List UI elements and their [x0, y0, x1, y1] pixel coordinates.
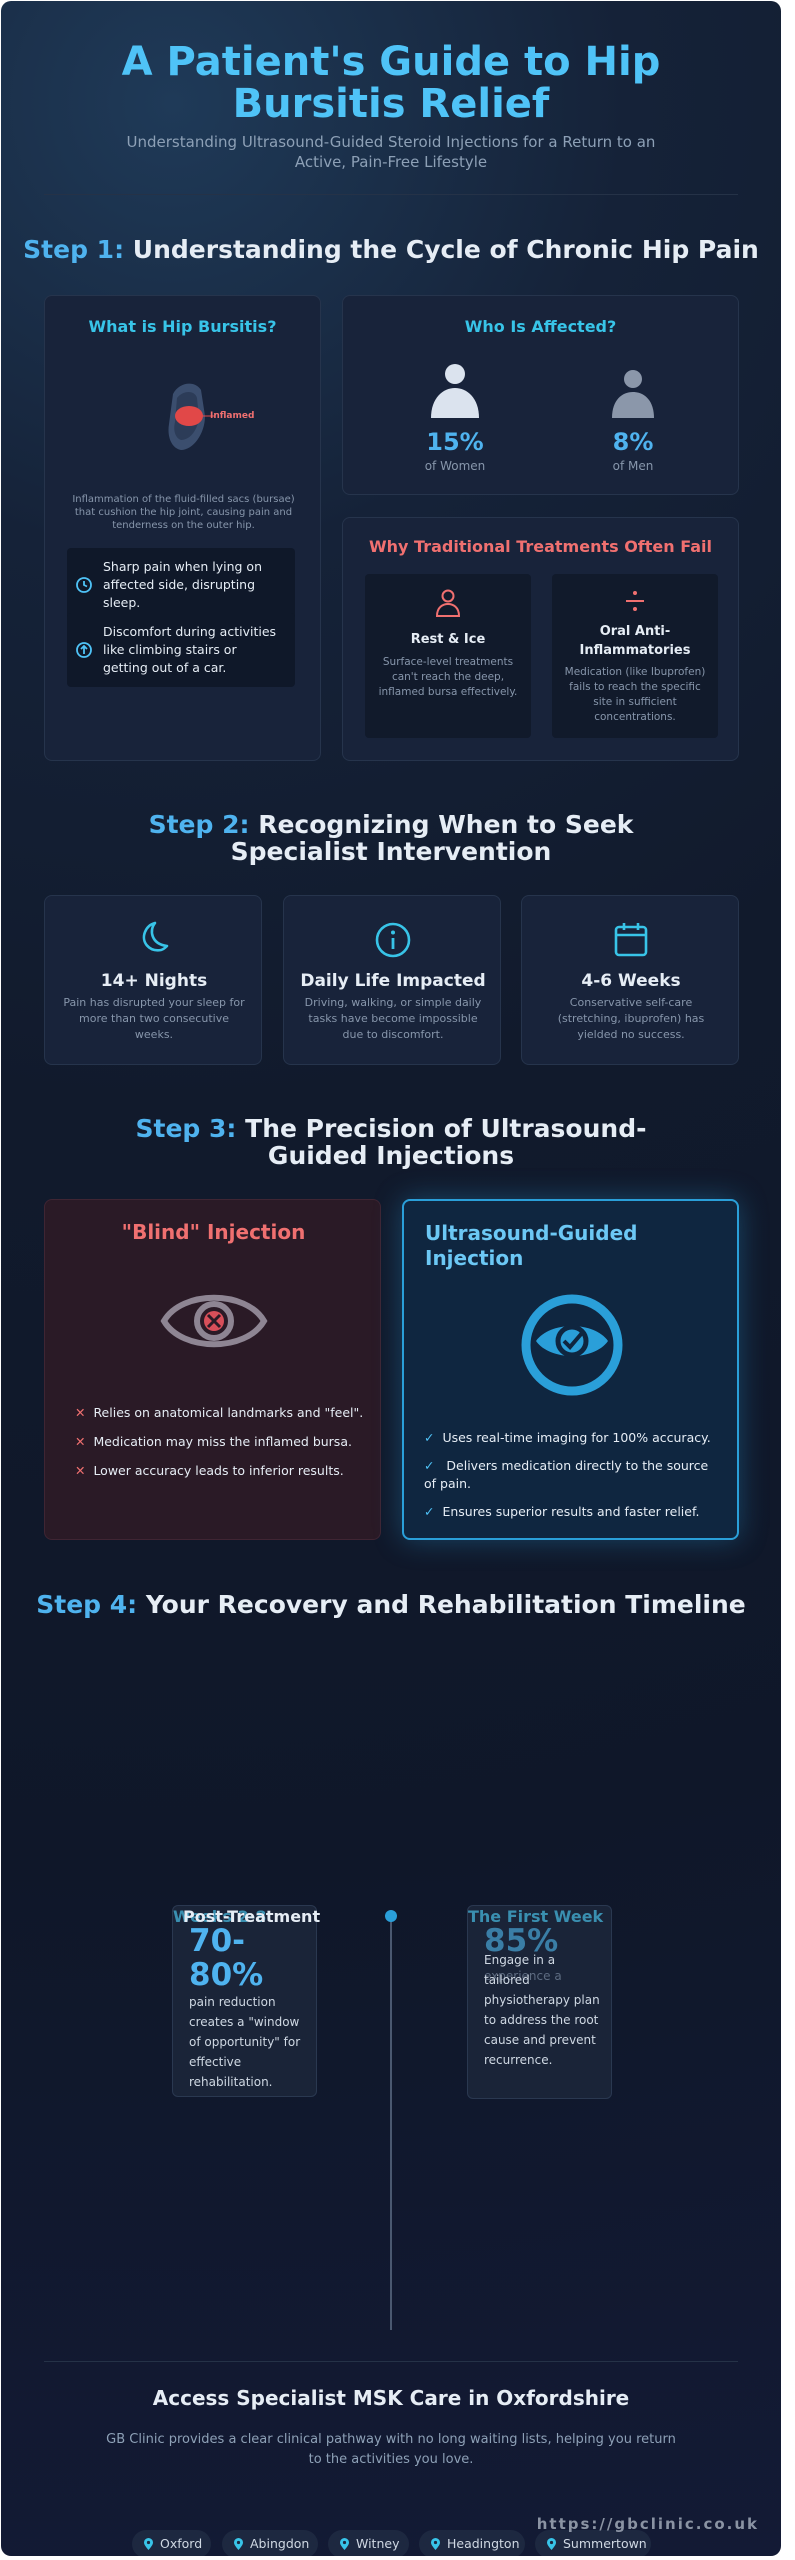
- divider: [44, 2361, 738, 2362]
- who-affected-card: Who Is Affected? 15% of Women 8% of Men: [342, 295, 739, 495]
- woman-icon: [431, 364, 479, 418]
- timeline-dot: [385, 1910, 397, 1922]
- who-affected-title: Who Is Affected?: [464, 317, 617, 336]
- footer-title: Access Specialist MSK Care in Oxfordshir…: [152, 2386, 630, 2410]
- location-pill[interactable]: Headington: [419, 2530, 525, 2556]
- map-pin-icon: [431, 2538, 440, 2550]
- map-pin-icon: [547, 2538, 556, 2550]
- hip-diagram-icon: [168, 383, 215, 450]
- step4-heading: Step 4: Your Recovery and Rehabilitation…: [36, 1590, 746, 1619]
- ultrasound-eye-icon: [521, 1294, 623, 1396]
- women-percent: 15%: [426, 428, 484, 456]
- timeline-stat: 70-80%: [189, 1923, 264, 1993]
- divider: [44, 194, 738, 195]
- sign-title: Daily Life Impacted: [300, 971, 486, 991]
- eye-crossed-icon: [160, 1294, 268, 1348]
- moon-icon: [142, 921, 169, 952]
- location-pill[interactable]: Oxford: [132, 2530, 211, 2556]
- treatment-title: Rest & Ice: [410, 632, 486, 647]
- men-percent: 8%: [612, 428, 654, 456]
- location-pill[interactable]: Abingdon: [222, 2530, 318, 2556]
- sign-title: 14+ Nights: [100, 971, 208, 991]
- guided-item: ✓ Delivers medication directly to the so…: [424, 1458, 709, 1491]
- page-title: A Patient's Guide to Hip Bursitis Relief: [121, 39, 661, 127]
- treatment-desc: Medication (like Ibuprofen) fails to rea…: [564, 666, 706, 723]
- what-is-title: What is Hip Bursitis?: [88, 317, 277, 336]
- map-pin-icon: [144, 2538, 153, 2550]
- guided-injection-card: Ultrasound-Guided Injection ✓ Uses real-…: [402, 1199, 739, 1540]
- website-url[interactable]: https://gbclinic.co.uk: [536, 2515, 759, 2533]
- symptom-item: Sharp pain when lying on affected side, …: [67, 548, 295, 622]
- location-pill[interactable]: Summertown: [535, 2530, 651, 2556]
- guided-item: ✓ Uses real-time imaging for 100% accura…: [424, 1430, 711, 1445]
- sign-card: Daily Life Impacted Driving, walking, or…: [283, 895, 501, 1065]
- timeline-stat: 85%: [484, 1923, 559, 1959]
- men-label: of Men: [612, 459, 654, 473]
- timeline-title: The First Week: [468, 1907, 604, 1926]
- sign-desc: Conservative self-care (stretching, ibup…: [557, 996, 705, 1041]
- blind-item: ✕ Medication may miss the inflamed bursa…: [75, 1434, 352, 1449]
- women-label: of Women: [424, 459, 486, 473]
- why-fail-card: Why Traditional Treatments Often Fail Re…: [342, 517, 739, 761]
- ghost-title: Weeks 2-8: [173, 1907, 267, 1926]
- guided-title: Ultrasound-Guided Injection: [425, 1221, 638, 1270]
- timeline-card-first-week: The First Week 85% experience a Engage i…: [467, 1905, 612, 2099]
- sign-desc: Pain has disrupted your sleep for more t…: [63, 996, 245, 1041]
- page-subtitle: Understanding Ultrasound-Guided Steroid …: [126, 133, 656, 171]
- inflamed-label: Inflamed: [210, 411, 255, 421]
- sign-card: 4-6 Weeks Conservative self-care (stretc…: [521, 895, 739, 1065]
- treatment-item: Rest & Ice Surface-level treatments can'…: [365, 574, 531, 738]
- timeline-card-post-treatment: Weeks 2-8 Post-Treatment 70-80% pain red…: [172, 1905, 321, 2097]
- blind-item: ✕ Lower accuracy leads to inferior resul…: [75, 1463, 344, 1478]
- step3-heading: Step 3: The Precision of Ultrasound-Guid…: [135, 1114, 647, 1170]
- timeline-line: [390, 1915, 392, 2330]
- symptom-item: Discomfort during activities like climbi…: [67, 613, 295, 687]
- treatment-desc: Surface-level treatments can't reach the…: [378, 656, 518, 698]
- divide-icon: [626, 591, 644, 611]
- ghost-text: experience a: [484, 1969, 562, 1983]
- arrow-up-circle-icon: [76, 642, 92, 658]
- man-icon: [612, 370, 654, 418]
- treatment-item: Oral Anti-Inflammatories Medication (lik…: [552, 574, 718, 738]
- blind-item: ✕ Relies on anatomical landmarks and "fe…: [75, 1405, 364, 1420]
- footer-text: GB Clinic provides a clear clinical path…: [106, 2432, 676, 2467]
- person-rest-icon: [435, 589, 461, 617]
- timeline-title: Post-Treatment: [183, 1907, 321, 1926]
- info-icon: [375, 922, 411, 958]
- sign-title: 4-6 Weeks: [581, 971, 681, 991]
- infographic-page: A Patient's Guide to Hip Bursitis Relief…: [1, 1, 781, 2556]
- location-pill[interactable]: Witney: [328, 2530, 409, 2556]
- what-is-card: What is Hip Bursitis? Inflamed Inflammat…: [44, 295, 321, 761]
- timeline-desc: Engage in a tailored physiotherapy plan …: [484, 1953, 600, 2067]
- timeline-desc: pain reduction creates a "window of oppo…: [189, 1995, 301, 2089]
- clock-icon: [76, 577, 92, 593]
- blind-title: "Blind" Injection: [121, 1220, 306, 1244]
- map-pin-icon: [234, 2538, 243, 2550]
- treatment-title: Oral Anti-Inflammatories: [579, 624, 691, 658]
- step1-heading: Step 1: Understanding the Cycle of Chron…: [23, 235, 759, 264]
- blind-injection-card: "Blind" Injection ✕ Relies on anatomical…: [44, 1199, 381, 1540]
- sign-card: 14+ Nights Pain has disrupted your sleep…: [44, 895, 262, 1065]
- sign-desc: Driving, walking, or simple daily tasks …: [304, 996, 482, 1041]
- map-pin-icon: [340, 2538, 349, 2550]
- guided-item: ✓ Ensures superior results and faster re…: [424, 1504, 700, 1519]
- calendar-icon: [614, 923, 648, 957]
- step2-heading: Step 2: Recognizing When to Seek Special…: [148, 810, 634, 866]
- why-fail-title: Why Traditional Treatments Often Fail: [369, 537, 712, 556]
- bursitis-description: Inflammation of the fluid-filled sacs (b…: [72, 494, 295, 531]
